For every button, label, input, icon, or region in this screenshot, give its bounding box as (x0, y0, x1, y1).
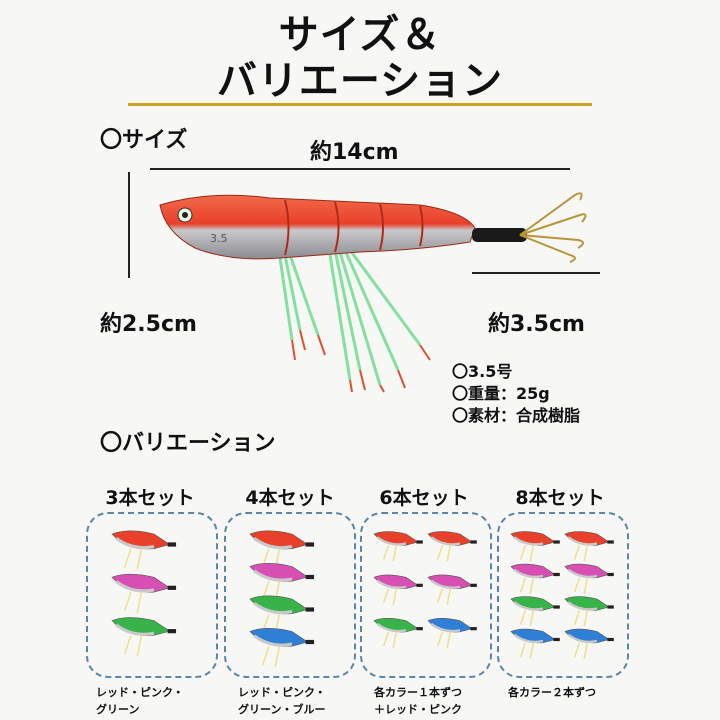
size-heading: 〇サイズ (100, 128, 188, 153)
set-6-caption: 各カラー１本ずつ ＋レッド・ピンク (374, 684, 462, 718)
set-3-caption-line2: グリーン (96, 703, 140, 716)
spec-size: 〇3.5号 (452, 362, 513, 381)
variation-heading: 〇バリエーション (100, 431, 276, 456)
tail-dimension-line (472, 272, 600, 274)
set-8-caption: 各カラー２本ずつ (508, 684, 596, 701)
title-divider (128, 103, 592, 106)
tail-label: 約3.5cm (488, 312, 585, 337)
set-8-box (497, 512, 629, 678)
set-4-box (224, 512, 356, 678)
set-4-caption-line2: グリーン・ブルー (238, 703, 326, 716)
set-4-caption-line1: レッド・ピンク・ (238, 686, 326, 699)
set-6-box (360, 512, 492, 678)
set-8-caption-line1: 各カラー２本ずつ (508, 686, 596, 699)
set-2-lures (249, 530, 315, 668)
height-label: 約2.5cm (100, 312, 197, 337)
set-4-caption: レッド・ピンク・ グリーン・ブルー (238, 684, 326, 718)
set-6-caption-line1: 各カラー１本ずつ (374, 686, 462, 699)
set-3-caption-line1: レッド・ピンク・ (96, 686, 184, 699)
length-dimension-line (150, 168, 570, 170)
length-label: 約14cm (310, 140, 399, 165)
height-dimension-line (128, 172, 130, 278)
spec-weight: 〇重量：25g (452, 384, 550, 403)
page-title-line2: バリエーション (216, 58, 504, 104)
set-3-caption: レッド・ピンク・ グリーン (96, 684, 184, 718)
set-4-title: 4本セット (245, 487, 335, 509)
page-title-line1: サイズ＆ (278, 12, 442, 58)
set-3-title: 3本セット (105, 487, 195, 509)
set-4-lures (510, 531, 614, 659)
set-3-box (86, 512, 218, 678)
lure-size-marking: 3.5 (210, 232, 228, 245)
set-6-title: 6本セット (379, 487, 469, 509)
set-8-title: 8本セット (515, 487, 605, 509)
set-3-lures (373, 531, 477, 649)
set-1-lures (111, 530, 177, 657)
spec-material: 〇素材：合成樹脂 (452, 406, 581, 425)
set-6-caption-line2: ＋レッド・ピンク (374, 703, 462, 716)
